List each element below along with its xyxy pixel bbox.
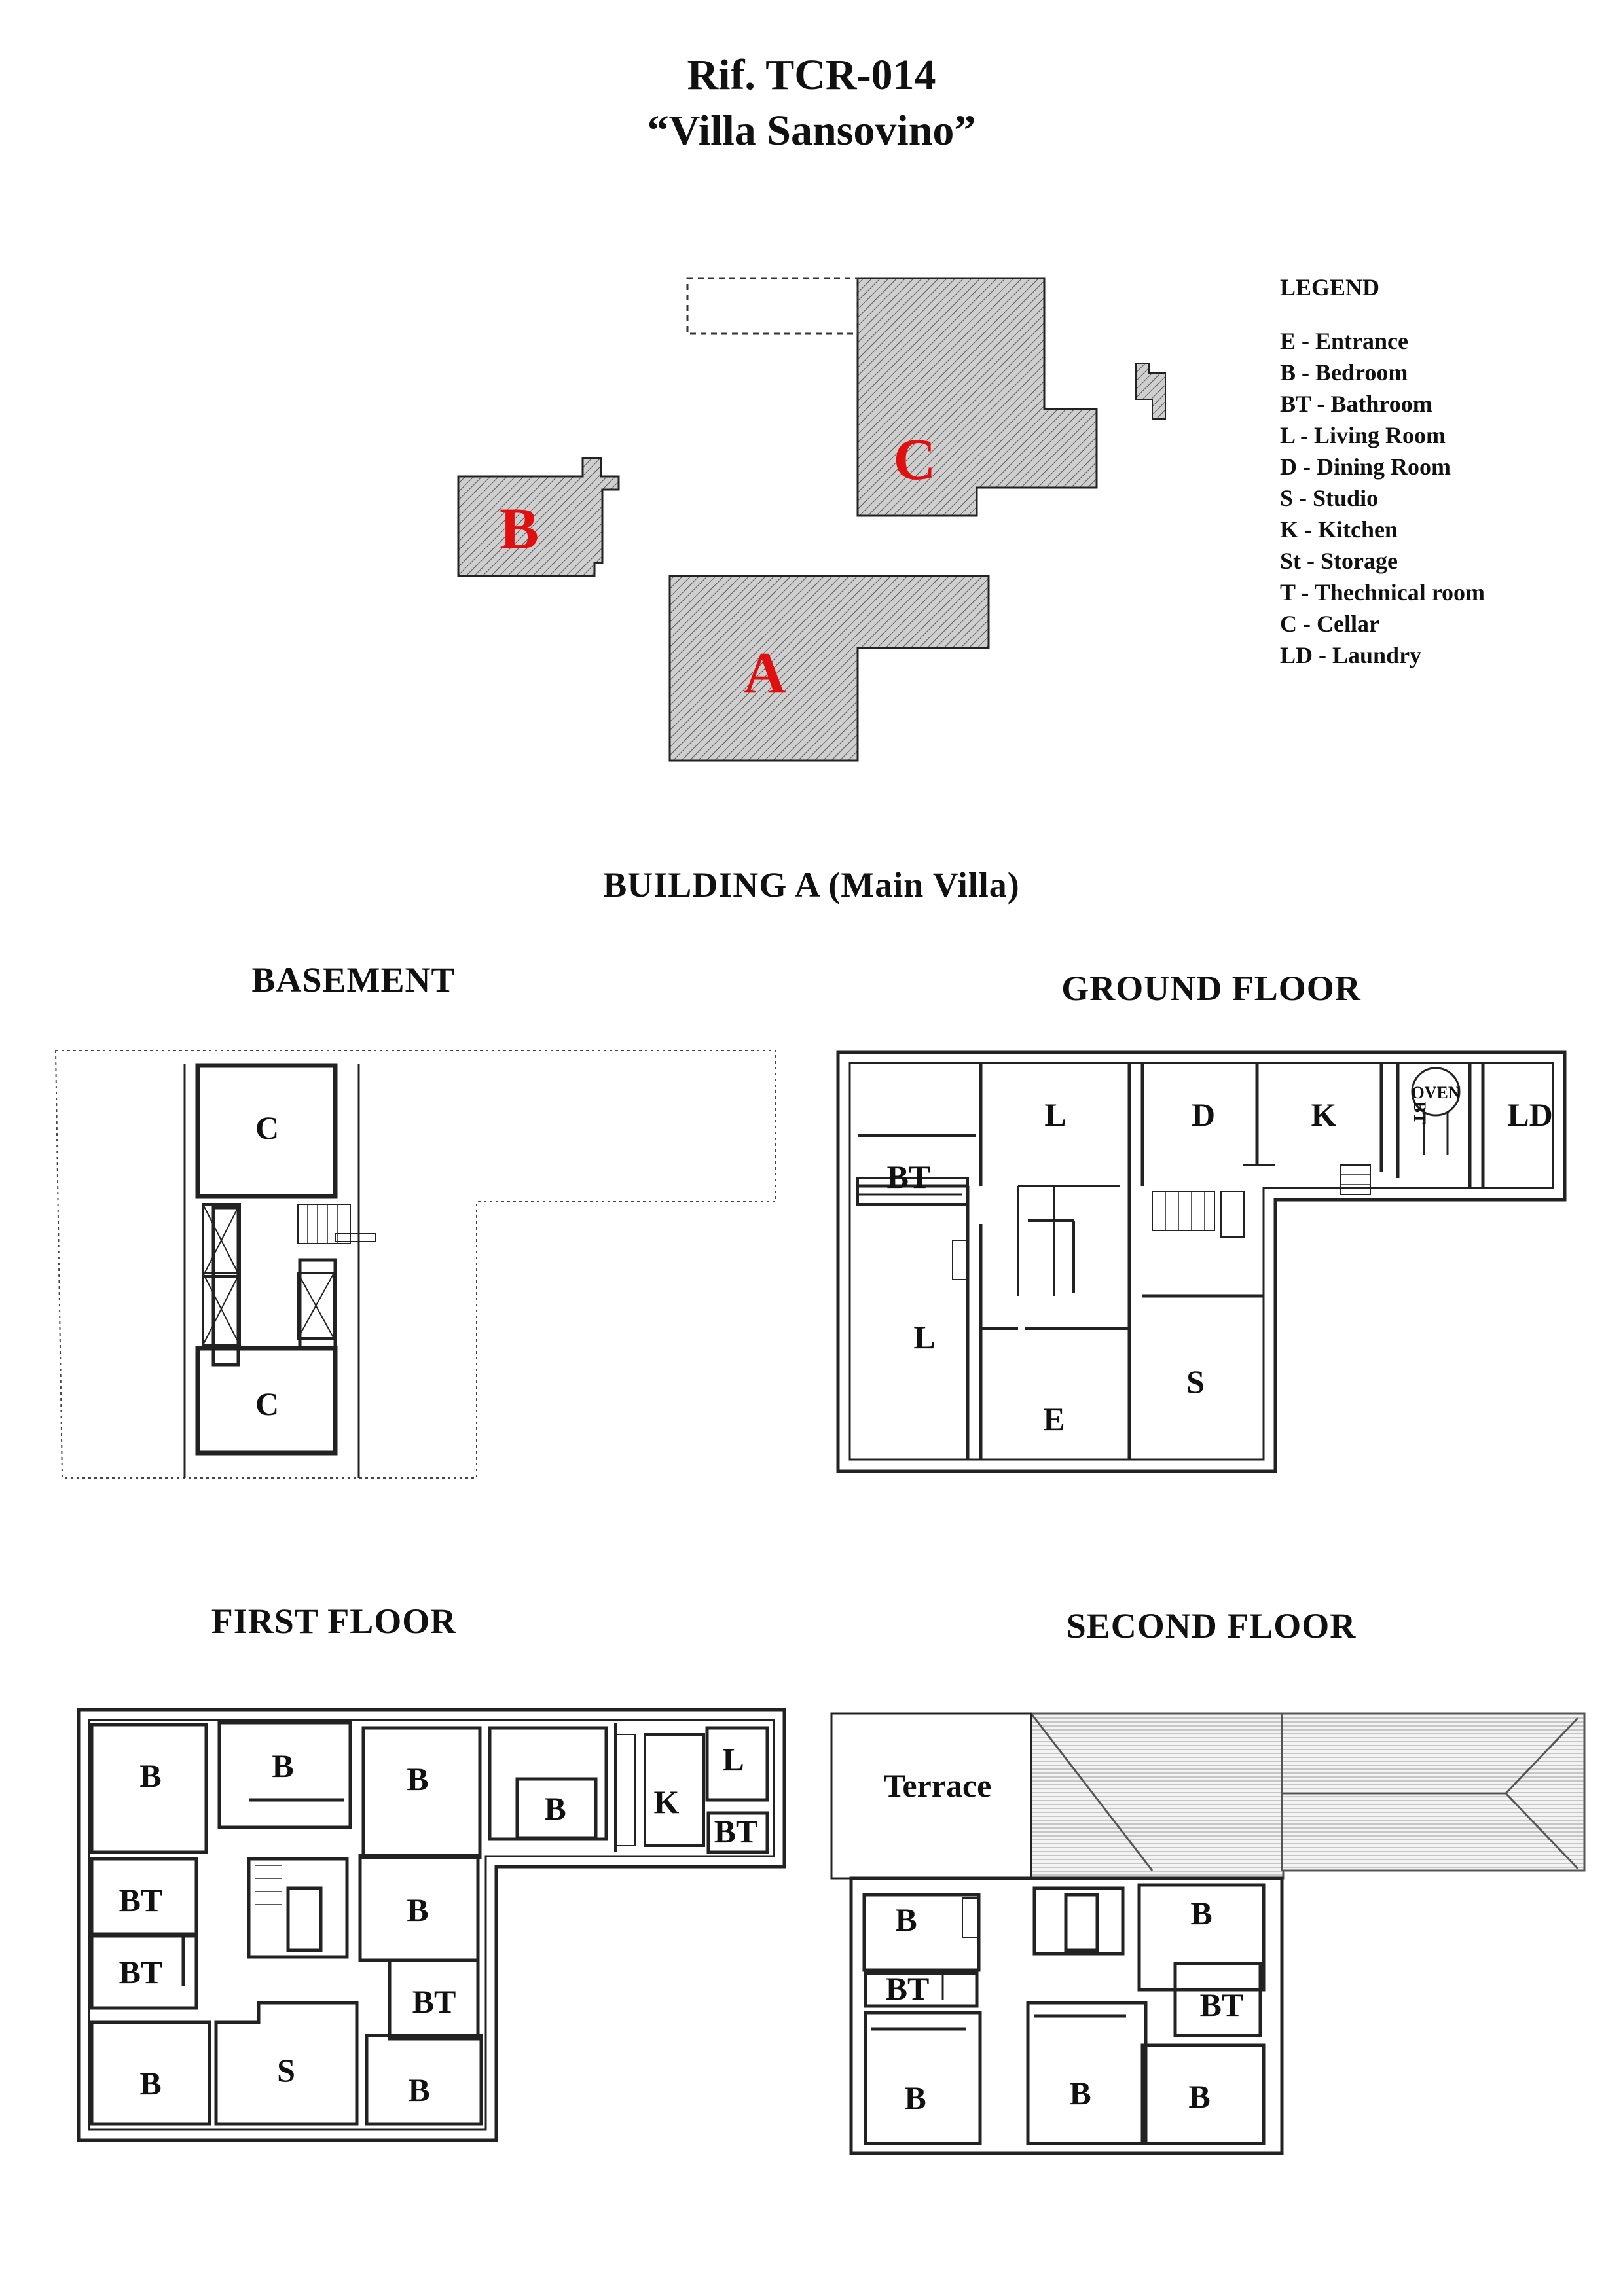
room-label: K [654,1784,680,1820]
room-label: S [277,2052,295,2089]
room-label: LD [1507,1096,1552,1133]
legend-title: LEGEND [1280,274,1380,300]
legend-item: BT - Bathroom [1280,391,1432,417]
room-label: BT [412,1983,456,2020]
room-label: B [408,2072,429,2108]
room-label: C [255,1109,279,1146]
room-label: B [1188,2078,1210,2115]
basement-plan: C C [54,1050,776,1479]
room-label: L [913,1319,935,1355]
room-label: D [1192,1096,1215,1133]
legend-item: L - Living Room [1280,422,1446,448]
room-label: BT [119,1954,163,1990]
ground-floor-title: GROUND FLOOR [1061,969,1361,1008]
room-label: B [272,1748,293,1784]
room-label: K [1311,1096,1337,1133]
room-label: B [544,1790,566,1827]
first-floor-title: FIRST FLOOR [211,1602,457,1641]
building-a-shape [668,575,990,762]
room-label: B [1190,1895,1212,1931]
legend-item: C - Cellar [1280,611,1379,637]
terrace [830,1712,1032,1880]
outbuilding-small [1135,363,1166,420]
building-c-outline-dashed [686,277,859,335]
room-label: B [904,2079,926,2116]
basement-cellar-upper [195,1063,338,1199]
room-label: BT [1200,1986,1244,2023]
ground-floor-outline [836,1050,1567,1473]
room-label: BT [887,1158,931,1195]
legend-item: K - Kitchen [1280,516,1398,543]
legend-item: B - Bedroom [1280,359,1408,386]
room-label: C [255,1386,279,1422]
room-label: BT [714,1813,758,1850]
site-plan: A B C [457,277,1166,762]
building-a-label: A [744,641,786,706]
room-label: S [1186,1363,1205,1400]
oven-symbol [1411,1067,1461,1117]
reference-code: Rif. TCR-014 [687,51,936,99]
room-label: L [722,1741,744,1778]
legend-item: E - Entrance [1280,328,1408,354]
room-label: B [407,1761,428,1797]
second-floor-roof [1030,1712,1586,1880]
ground-floor-plan: OVEN L D K BT LD BT L S E [836,1050,1567,1473]
room-label: Terrace [884,1767,992,1804]
room-label: BT [119,1882,163,1918]
legend-item: S - Studio [1280,485,1379,511]
legend: LEGEND E - Entrance B - Bedroom BT - Bat… [1280,272,1485,671]
second-floor-plan: Terrace B B BT BT B B B [830,1712,1586,2155]
room-label: BT [886,1970,930,2007]
room-label: B [407,1892,428,1928]
building-c-shape [856,277,1098,517]
first-floor-outline [77,1708,786,2142]
basement-outline [54,1050,776,1479]
room-label: B [895,1901,917,1938]
legend-item: T - Thechnical room [1280,579,1486,605]
building-b-label: B [500,497,539,562]
legend-item: D - Dining Room [1280,454,1451,480]
room-label: B [139,1757,161,1794]
room-label: L [1044,1096,1066,1133]
building-a-title: BUILDING A (Main Villa) [603,865,1020,905]
villa-name: “Villa Sansovino” [647,107,976,154]
basement-cellar-lower [195,1346,338,1456]
legend-item: St - Storage [1280,548,1398,574]
second-floor-title: SECOND FLOOR [1066,1606,1357,1645]
oven-label: OVEN [1411,1083,1460,1102]
room-label: B [1069,2075,1091,2111]
basement-title: BASEMENT [251,960,456,999]
building-b-shape [457,457,620,577]
room-label: E [1043,1401,1065,1437]
building-c-label: C [894,427,936,492]
second-floor-outline [849,1876,1284,2155]
room-label: BT [1410,1102,1429,1124]
room-label: B [139,2065,161,2102]
first-floor-plan: B B B B K L BT BT BT B BT B S B [77,1708,786,2142]
legend-item: LD - Laundry [1280,642,1422,668]
